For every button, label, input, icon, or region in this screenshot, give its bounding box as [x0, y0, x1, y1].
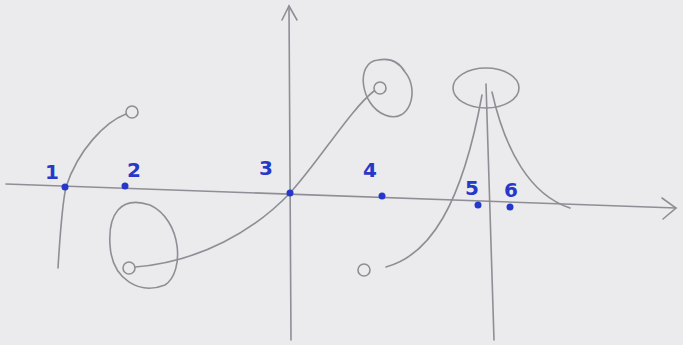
- callout-number: 4: [362, 160, 378, 180]
- open-point: [358, 264, 370, 276]
- curve: [492, 92, 570, 208]
- point: [379, 193, 386, 200]
- point: [507, 204, 514, 211]
- point: [122, 183, 129, 190]
- y-axis: [289, 6, 291, 340]
- point: [62, 184, 69, 191]
- open-point: [374, 82, 386, 94]
- x-arrow: [662, 198, 676, 219]
- point: [287, 190, 294, 197]
- callout-number: 2: [126, 160, 142, 180]
- open-point: [123, 262, 135, 274]
- curve: [58, 114, 126, 268]
- curve: [386, 95, 482, 267]
- highlight-loop: [453, 68, 519, 108]
- highlight-loop: [110, 202, 178, 288]
- point: [475, 202, 482, 209]
- callout-number: 1: [44, 162, 60, 182]
- open-point: [126, 106, 138, 118]
- y-arrow: [282, 6, 297, 20]
- asymptote: [486, 84, 494, 340]
- x-axis: [6, 184, 676, 208]
- callout-number: 3: [258, 158, 274, 178]
- curve: [135, 91, 374, 267]
- highlight-loop: [363, 59, 412, 116]
- callout-number: 5: [464, 178, 480, 198]
- callout-number: 6: [503, 180, 519, 200]
